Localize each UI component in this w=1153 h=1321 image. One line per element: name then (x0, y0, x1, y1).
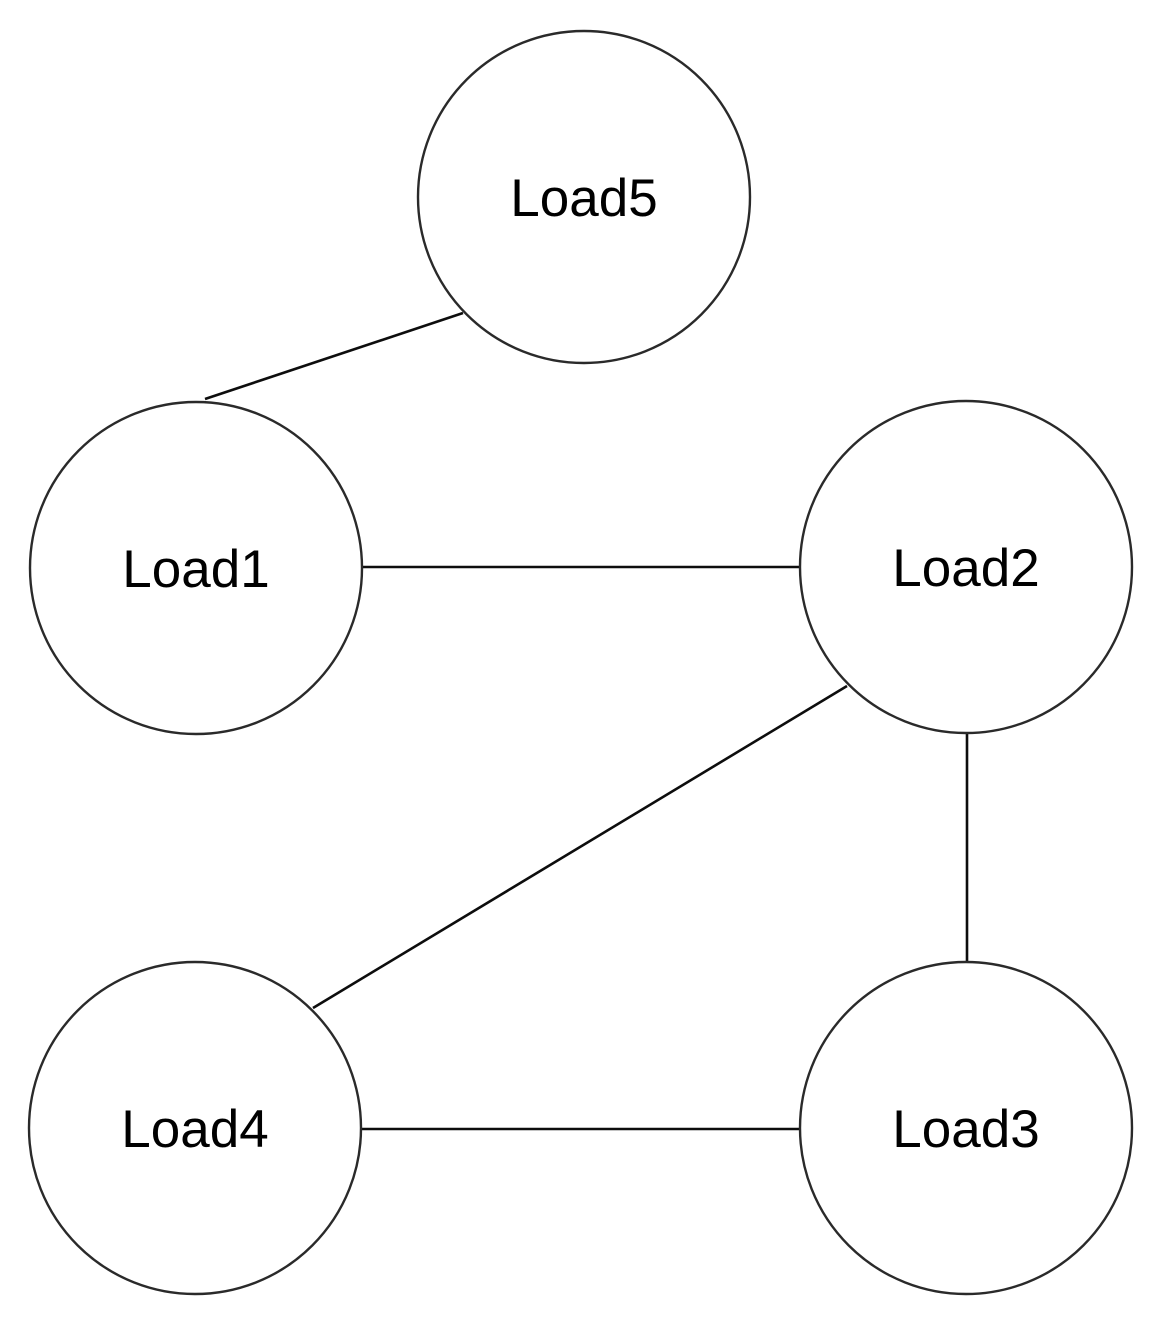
node-load4-label: Load4 (121, 1100, 268, 1159)
node-load1-circle (28, 400, 364, 736)
node-load4-circle (27, 960, 363, 1296)
node-load2-label: Load2 (892, 539, 1039, 598)
edge-load2-load4 (312, 684, 848, 1010)
node-load5-circle (416, 29, 752, 365)
node-load5-label: Load5 (510, 169, 657, 228)
node-load2-circle (798, 399, 1134, 735)
node-load3-circle (798, 960, 1134, 1296)
node-load1-label: Load1 (122, 540, 269, 599)
nodes-layer (27, 29, 1134, 1296)
node-load3-label: Load3 (892, 1100, 1039, 1159)
edge-load5-load1 (204, 311, 464, 401)
edges-layer (204, 311, 969, 1131)
